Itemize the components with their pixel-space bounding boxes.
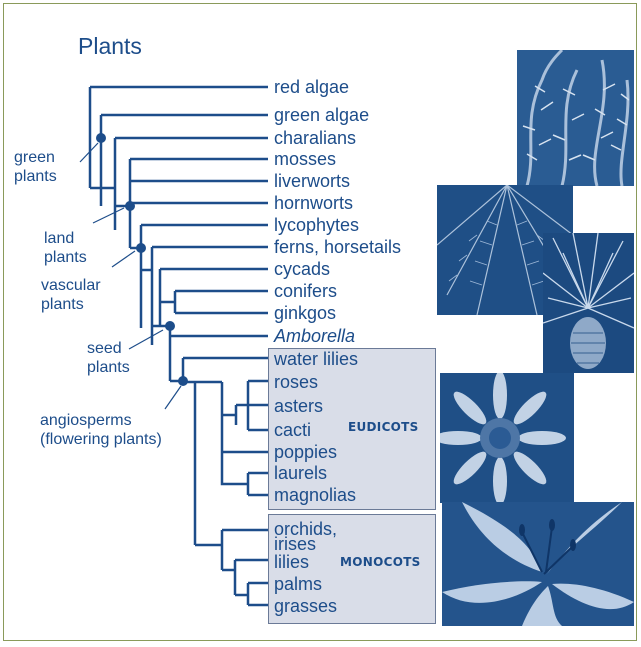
group-land-plants-line1: land: [44, 229, 87, 248]
taxon-water-lilies: water lilies: [274, 350, 358, 368]
taxon-palms: palms: [274, 575, 322, 593]
taxon-red-algae: red algae: [274, 78, 349, 96]
group-seed-plants-line2: plants: [87, 358, 130, 377]
group-green-plants-line2: plants: [14, 167, 57, 186]
taxon-magnolias: magnolias: [274, 486, 356, 504]
taxon-ferns-horsetails: ferns, horsetails: [274, 238, 401, 256]
taxon-asters: asters: [274, 397, 323, 415]
group-angiosperms-line2: (flowering plants): [40, 430, 162, 449]
taxon-hornworts: hornworts: [274, 194, 353, 212]
node-seed-plants: [165, 321, 175, 331]
group-green-plants: green plants: [14, 148, 57, 186]
taxon-cycads: cycads: [274, 260, 330, 278]
taxon-roses: roses: [274, 373, 318, 391]
taxon-grasses: grasses: [274, 597, 337, 615]
node-vascular-plants: [136, 243, 146, 253]
group-land-plants-line2: plants: [44, 248, 87, 267]
taxon-irises: irises: [274, 535, 316, 553]
taxon-amborella: Amborella: [274, 327, 355, 345]
taxon-cacti: cacti: [274, 421, 311, 439]
group-vascular-plants-line1: vascular: [41, 276, 101, 295]
taxon-liverworts: liverworts: [274, 172, 350, 190]
taxon-ginkgos: ginkgos: [274, 304, 336, 322]
group-land-plants: land plants: [44, 229, 87, 267]
node-land-plants: [125, 201, 135, 211]
node-angiosperms: [178, 376, 188, 386]
taxon-laurels: laurels: [274, 464, 327, 482]
taxon-charalians: charalians: [274, 129, 356, 147]
taxon-lilies: lilies: [274, 553, 309, 571]
taxon-conifers: conifers: [274, 282, 337, 300]
group-seed-plants: seed plants: [87, 339, 130, 377]
group-angiosperms-line1: angiosperms: [40, 411, 162, 430]
group-green-plants-line1: green: [14, 148, 57, 167]
taxon-mosses: mosses: [274, 150, 336, 168]
group-angiosperms: angiosperms (flowering plants): [40, 411, 162, 449]
group-vascular-plants: vascular plants: [41, 276, 101, 314]
taxon-green-algae: green algae: [274, 106, 369, 124]
taxon-lycophytes: lycophytes: [274, 216, 359, 234]
group-seed-plants-line1: seed: [87, 339, 130, 358]
group-vascular-plants-line2: plants: [41, 295, 101, 314]
taxon-poppies: poppies: [274, 443, 337, 461]
node-green-plants: [96, 133, 106, 143]
